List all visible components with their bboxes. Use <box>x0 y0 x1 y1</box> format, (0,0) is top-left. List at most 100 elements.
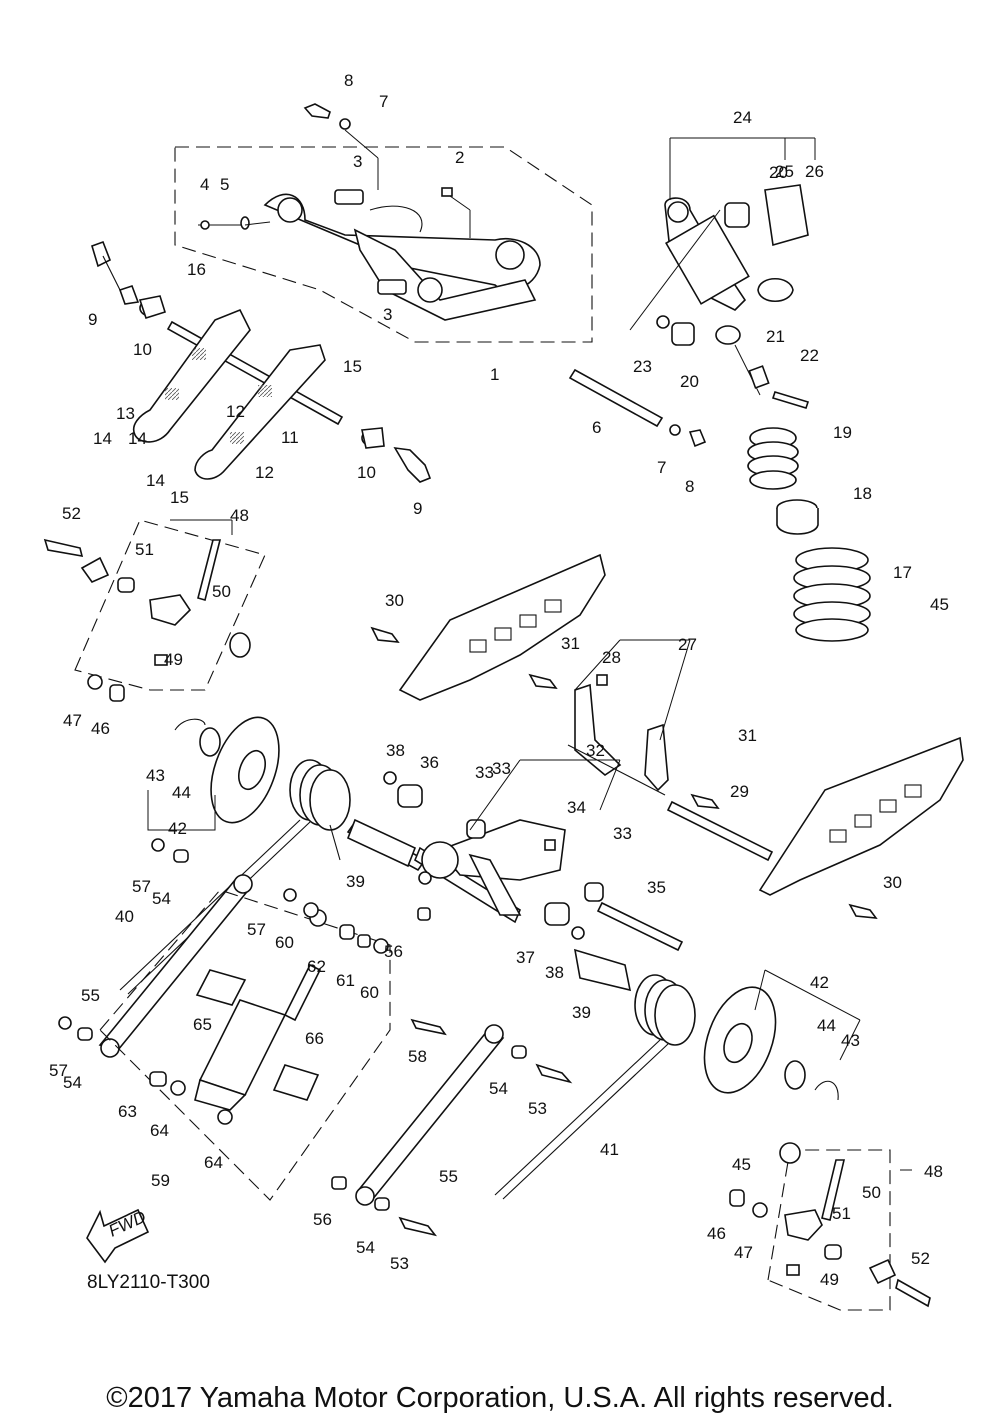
callout-60: 60 <box>360 983 379 1002</box>
callout-33: 33 <box>475 763 494 782</box>
callout-64: 64 <box>150 1121 169 1140</box>
nipple-28 <box>596 674 608 686</box>
callout-54: 54 <box>489 1079 508 1098</box>
washer-57-lower <box>58 1016 72 1030</box>
collar-33-a <box>466 819 486 839</box>
callout-61: 61 <box>336 971 355 990</box>
wheel-42-left <box>210 716 280 824</box>
callout-42: 42 <box>810 973 829 992</box>
bolt-50-right <box>821 1159 846 1221</box>
callout-6: 6 <box>592 418 601 437</box>
callout-55: 55 <box>81 986 100 1005</box>
bearing-44-left <box>199 727 221 757</box>
callout-34: 34 <box>567 798 586 817</box>
callout-7: 7 <box>657 458 666 477</box>
callout-18: 18 <box>853 484 872 503</box>
bearing-44-right <box>784 1060 806 1090</box>
callout-57: 57 <box>132 877 151 896</box>
spring-seat-18 <box>776 499 819 535</box>
callout-13: 13 <box>116 404 135 423</box>
front-arm-left <box>132 308 251 443</box>
collar-60-b <box>373 938 389 954</box>
callout-26: 26 <box>805 162 824 181</box>
front-arm-right <box>194 344 326 480</box>
callout-46: 46 <box>91 719 110 738</box>
callout-60: 60 <box>275 933 294 952</box>
diagram-code: 8LY2110-T300 <box>87 1272 210 1293</box>
plate-52-right <box>868 1258 897 1285</box>
callout-50: 50 <box>212 582 231 601</box>
callout-58: 58 <box>408 1047 427 1066</box>
callout-8: 8 <box>344 71 353 90</box>
callout-64: 64 <box>204 1153 223 1172</box>
callout-56: 56 <box>313 1210 332 1229</box>
callout-14: 14 <box>128 429 147 448</box>
bushing-25 <box>764 184 809 247</box>
washer-57-mid <box>283 888 297 902</box>
plate-51-left <box>80 556 110 583</box>
callout-8: 8 <box>685 477 694 496</box>
callout-5: 5 <box>220 175 229 194</box>
callout-52: 52 <box>911 1249 930 1268</box>
callout-53: 53 <box>390 1254 409 1273</box>
idler-kit-left-boundary <box>74 519 266 691</box>
callout-1: 1 <box>490 365 499 384</box>
callout-43: 43 <box>146 766 165 785</box>
collar-21 <box>748 365 770 389</box>
callout-10: 10 <box>357 463 376 482</box>
collar-54-upper <box>173 849 189 863</box>
nut-49-left <box>154 654 168 666</box>
washer-64-b <box>217 1109 233 1125</box>
callout-48: 48 <box>924 1162 943 1181</box>
bolt-53-upper <box>535 1063 573 1084</box>
callout-65: 65 <box>193 1015 212 1034</box>
callout-44: 44 <box>172 783 191 802</box>
callout-44: 44 <box>817 1016 836 1035</box>
callout-51: 51 <box>832 1204 851 1223</box>
callout-59: 59 <box>151 1171 170 1190</box>
callout-7: 7 <box>379 92 388 111</box>
slide-rail-right <box>758 736 964 896</box>
callout-48: 48 <box>230 506 249 525</box>
collar-20-top <box>724 202 750 228</box>
callout-2: 2 <box>455 148 464 167</box>
callout-20: 20 <box>769 163 788 182</box>
callout-39: 39 <box>572 1003 591 1022</box>
collar-45-right <box>779 1142 801 1164</box>
rear-shock-absorber <box>664 197 761 396</box>
callout-10: 10 <box>133 340 152 359</box>
idler-bracket-right <box>784 1209 823 1241</box>
callout-39: 39 <box>346 872 365 891</box>
callout-22: 22 <box>800 346 819 365</box>
callout-52: 52 <box>62 504 81 523</box>
pipe-39-lower <box>573 948 632 992</box>
bolt-22 <box>771 391 810 409</box>
nut-23 <box>656 315 670 329</box>
callout-17: 17 <box>893 563 912 582</box>
callout-14: 14 <box>93 429 112 448</box>
bolt-31-b <box>690 793 720 809</box>
callout-50: 50 <box>862 1183 881 1202</box>
fwd-arrow-icon: FWD <box>86 1207 150 1264</box>
idler-bracket-left <box>149 594 192 626</box>
washer-64-a <box>170 1080 186 1096</box>
collar-51-left <box>117 577 135 593</box>
collar-37 <box>544 902 570 926</box>
copyright-notice: ©2017 Yamaha Motor Corporation, U.S.A. A… <box>106 1382 894 1414</box>
bolt-58 <box>410 1018 447 1036</box>
collar-26 <box>757 277 794 303</box>
shock-cover-65 <box>195 969 247 1006</box>
washer-38-bottom <box>571 926 585 940</box>
circlip-43-right <box>814 1080 839 1101</box>
callout-53: 53 <box>528 1099 547 1118</box>
callout-16: 16 <box>187 260 206 279</box>
callout-15: 15 <box>170 488 189 507</box>
callout-21: 21 <box>766 327 785 346</box>
upper-arm <box>263 189 541 321</box>
callout-41: 41 <box>600 1140 619 1159</box>
collar-46-right <box>729 1189 745 1207</box>
pipe-6 <box>568 368 707 448</box>
callout-56: 56 <box>384 942 403 961</box>
